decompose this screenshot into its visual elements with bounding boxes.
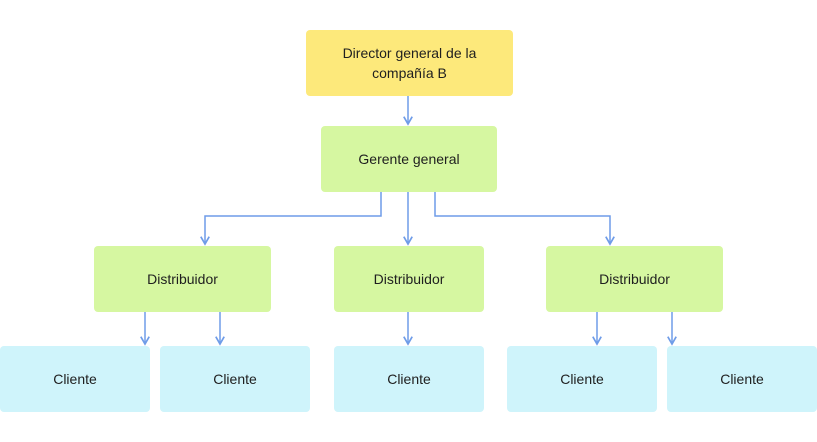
client-label: Cliente <box>720 371 764 387</box>
distributor-node: Distribuidor <box>334 246 484 312</box>
distributor-label: Distribuidor <box>599 271 670 287</box>
client-node: Cliente <box>334 346 484 412</box>
director-label: Director general de la compañía B <box>342 45 477 81</box>
client-label: Cliente <box>213 371 257 387</box>
distributor-node: Distribuidor <box>94 246 271 312</box>
client-node: Cliente <box>507 346 657 412</box>
director-node: Director general de la compañía B <box>306 30 513 96</box>
general-manager-node: Gerente general <box>321 126 497 192</box>
arrow-manager-to-distributor-3 <box>434 192 615 246</box>
distributor-label: Distribuidor <box>373 271 445 287</box>
general-manager-label: Gerente general <box>358 151 460 167</box>
client-label: Cliente <box>53 371 97 387</box>
arrow-manager-to-distributor-1 <box>200 192 382 246</box>
client-node: Cliente <box>667 346 817 412</box>
client-node: Cliente <box>160 346 310 412</box>
distributor-node: Distribuidor <box>546 246 723 312</box>
distributor-label: Distribuidor <box>147 271 218 287</box>
client-label: Cliente <box>387 371 431 387</box>
client-label: Cliente <box>560 371 604 387</box>
client-node: Cliente <box>0 346 150 412</box>
